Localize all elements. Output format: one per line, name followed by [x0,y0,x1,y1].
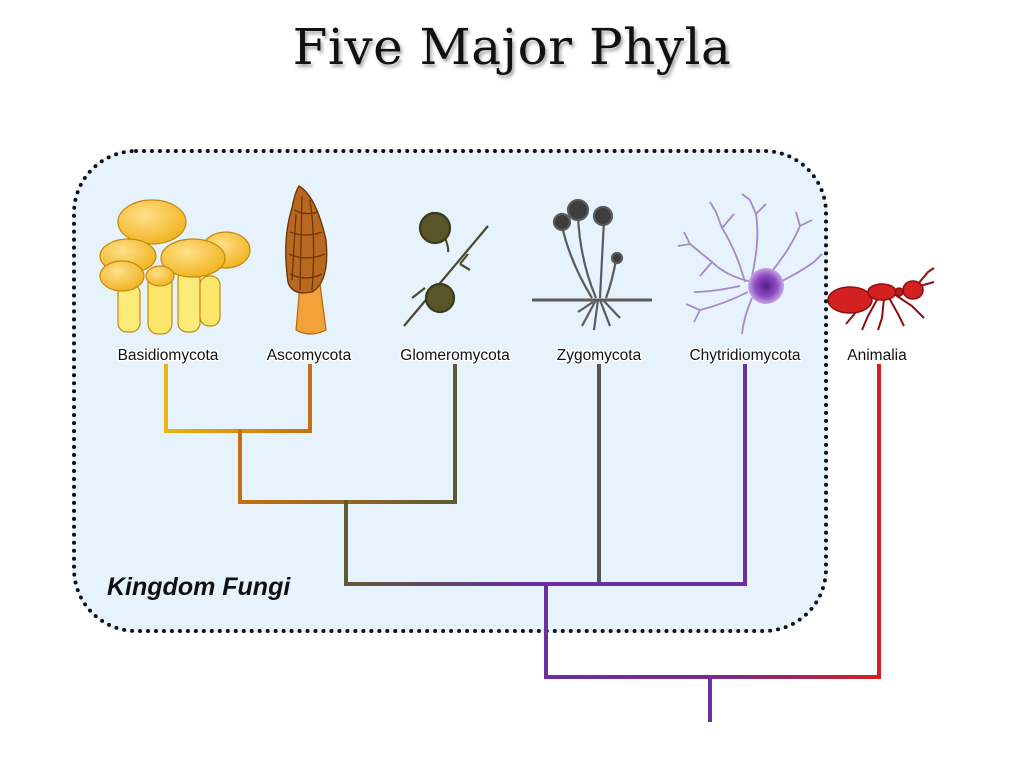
taxon-label-glomeromycota: Glomeromycota [400,347,510,364]
kingdom-fungi-label: Kingdom Fungi [107,573,291,601]
taxon-label-chytridiomycota: Chytridiomycota [689,347,800,364]
page-title: Five Major Phyla [292,18,732,76]
ant-icon [827,267,935,331]
mushroom-cluster-icon [99,199,251,335]
chytrid-icon [677,193,823,335]
taxon-labels: Basidiomycota Ascomycota Glomeromycota Z… [116,346,908,366]
bread-mold-icon [532,198,652,331]
morel-icon [285,185,328,335]
tree-branches [164,364,881,722]
taxon-label-zygomycota: Zygomycota [557,347,642,364]
taxon-label-basidiomycota: Basidiomycota [118,347,219,364]
taxon-label-animalia: Animalia [847,347,907,364]
spore-hypha-icon [403,211,489,327]
taxon-label-ascomycota: Ascomycota [267,347,352,364]
